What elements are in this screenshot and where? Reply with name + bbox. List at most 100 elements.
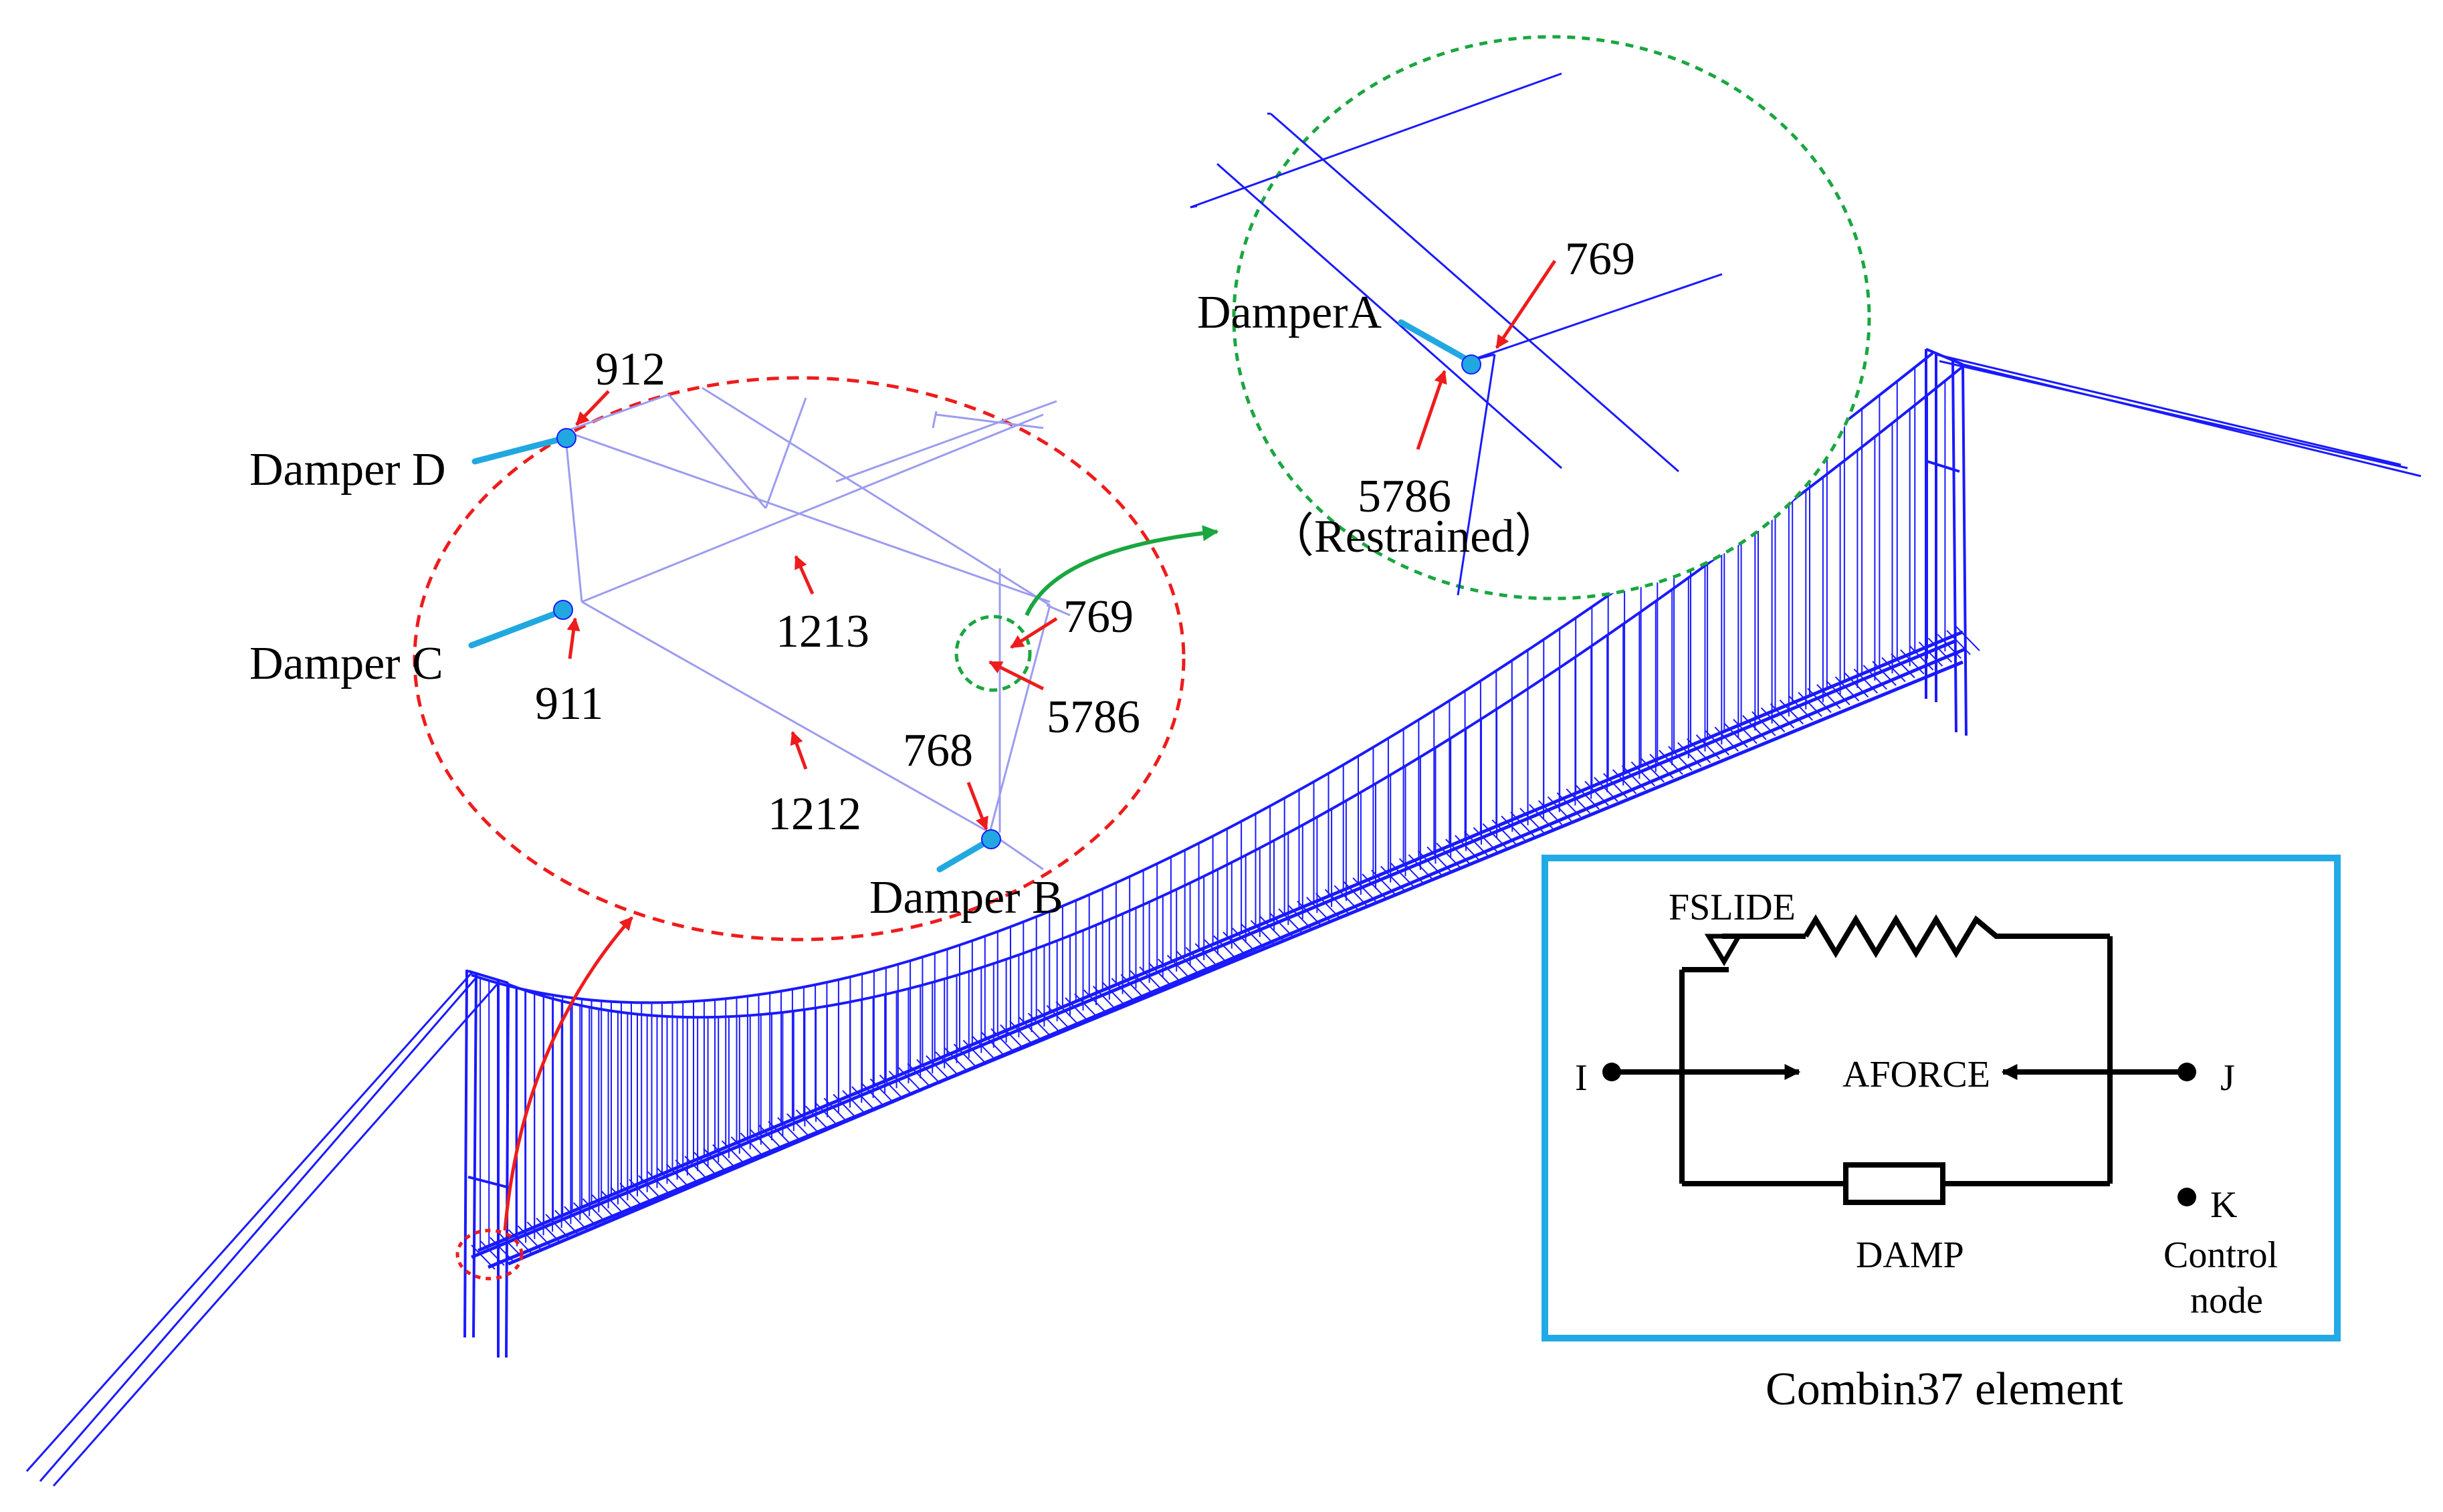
deck-cross-member — [1065, 997, 1089, 1022]
deck-cross-member — [1130, 970, 1154, 996]
damper-d-node — [556, 428, 576, 448]
arrow-detail-5786 — [1416, 370, 1447, 450]
deck-cross-member — [1863, 665, 1888, 690]
combin37-diagram: FSLIDE AFORCE DAMP I J K Control node Co… — [1542, 855, 2341, 1415]
deck-cross-member — [1269, 912, 1294, 938]
deck-cross-member — [1223, 932, 1247, 957]
node-k-dot — [2178, 1188, 2196, 1206]
combin37-caption: Combin37 element — [1766, 1364, 2123, 1415]
fslide-slider-icon — [1704, 934, 1743, 966]
deck-cross-member — [907, 1063, 932, 1088]
deck-cross-member — [1853, 668, 1879, 694]
deck-cross-member — [1566, 788, 1591, 814]
bridge-model — [25, 348, 2422, 1487]
right-backstay-cables — [1935, 353, 2422, 477]
deck-cross-member — [1798, 691, 1822, 717]
deck-cross-member — [1306, 897, 1331, 922]
deck-cross-member — [861, 1082, 885, 1107]
deck-cross-member — [1101, 982, 1127, 1007]
deck-cross-member — [916, 1059, 941, 1085]
deck-cross-member — [1111, 978, 1136, 1003]
deck-cross-member — [1537, 800, 1563, 825]
node-j-dot — [2178, 1063, 2196, 1081]
deck-cross-member — [851, 1086, 876, 1111]
label-fslide: FSLIDE — [1669, 887, 1796, 928]
deck-cross-member — [1816, 684, 1841, 710]
detail-callout-circle — [1232, 35, 1871, 601]
deck-cross-member — [1603, 773, 1628, 798]
deck-cross-member — [665, 1163, 691, 1189]
label-1212: 1212 — [768, 788, 861, 840]
deck-cross-member — [740, 1132, 765, 1158]
deck-cross-member — [1482, 823, 1507, 849]
deck-cross-member — [1092, 986, 1118, 1011]
label-node-j: J — [2220, 1057, 2235, 1099]
deck-cross-member — [1009, 1020, 1034, 1046]
deck-cross-member — [1491, 819, 1517, 845]
callout-mesh — [564, 387, 1071, 871]
label-node-i: I — [1575, 1057, 1588, 1099]
deck-cross-member — [517, 1225, 542, 1251]
deck-cross-member — [629, 1179, 653, 1204]
deck-cross-member — [1649, 754, 1674, 779]
deck-cross-member — [1695, 734, 1721, 760]
deck-cross-member — [721, 1140, 746, 1166]
deck-cross-member — [1000, 1024, 1025, 1050]
deck-cross-member — [981, 1032, 1006, 1057]
arrow-1213 — [794, 555, 815, 595]
deck-cross-member — [1241, 924, 1266, 949]
deck-cross-member — [1408, 854, 1433, 879]
deck-cross-member — [1018, 1016, 1043, 1042]
deck-cross-member — [554, 1210, 579, 1235]
deck-cross-member — [1742, 715, 1767, 740]
deck-cross-member — [1760, 707, 1786, 733]
deck-cross-member — [888, 1071, 914, 1096]
node-pointer-arrows — [566, 390, 1058, 831]
deck-cross-member — [833, 1093, 857, 1119]
deck-cross-member — [1148, 962, 1173, 988]
deck-cross-member — [545, 1214, 570, 1239]
deck-cross-member — [1556, 792, 1582, 818]
deck-cross-member — [1677, 742, 1702, 768]
deck-cross-member — [814, 1101, 839, 1127]
deck-cross-member — [935, 1051, 960, 1077]
hangers — [480, 367, 1946, 1250]
deck-cross-member — [1937, 633, 1962, 659]
deck-cross-member — [508, 1229, 533, 1255]
deck-cross-member — [926, 1055, 950, 1081]
main-callout-circle — [413, 376, 1186, 942]
label-node: node — [2190, 1280, 2263, 1321]
node-i-dot — [1602, 1063, 1621, 1081]
deck-cross-member — [1686, 738, 1711, 764]
deck-cross-member — [962, 1039, 988, 1065]
deck-cross-member — [1389, 862, 1414, 887]
deck-cross-member — [1826, 680, 1850, 706]
deck-cross-member — [1881, 657, 1906, 682]
damper-c-stub — [468, 607, 568, 649]
left-tower — [463, 969, 510, 1358]
deck-cross-member — [786, 1113, 811, 1139]
deck-cross-member — [1074, 993, 1099, 1018]
deck-cross-member — [1334, 885, 1359, 910]
damper-nodes — [553, 428, 1001, 849]
callout-labels: 912 Damper D Damper C 911 1213 1212 769 … — [249, 344, 1140, 924]
arrow-769 — [1010, 617, 1058, 649]
label-restrained: （Restrained） — [1267, 511, 1561, 562]
label-5786: 5786 — [1047, 691, 1140, 743]
deck-cross-member — [712, 1144, 737, 1170]
combin37-box — [1542, 855, 2341, 1341]
deck-cross-member — [1213, 935, 1238, 961]
deck-cross-member — [777, 1117, 802, 1142]
deck-cross-member — [1714, 726, 1739, 752]
deck-cross-member — [1872, 661, 1897, 686]
deck-mesh — [471, 626, 1980, 1270]
deck-cross-member — [1547, 796, 1572, 822]
detail-pointer-arrows — [1416, 259, 1557, 450]
deck-cross-member — [1927, 637, 1953, 663]
deck-cross-member — [1529, 804, 1554, 829]
deck-cross-member — [897, 1067, 923, 1092]
deck-cross-member — [1659, 750, 1683, 775]
damper-d-stub — [471, 435, 568, 465]
deck-cross-member — [582, 1198, 607, 1224]
deck-cross-member — [1891, 653, 1915, 679]
